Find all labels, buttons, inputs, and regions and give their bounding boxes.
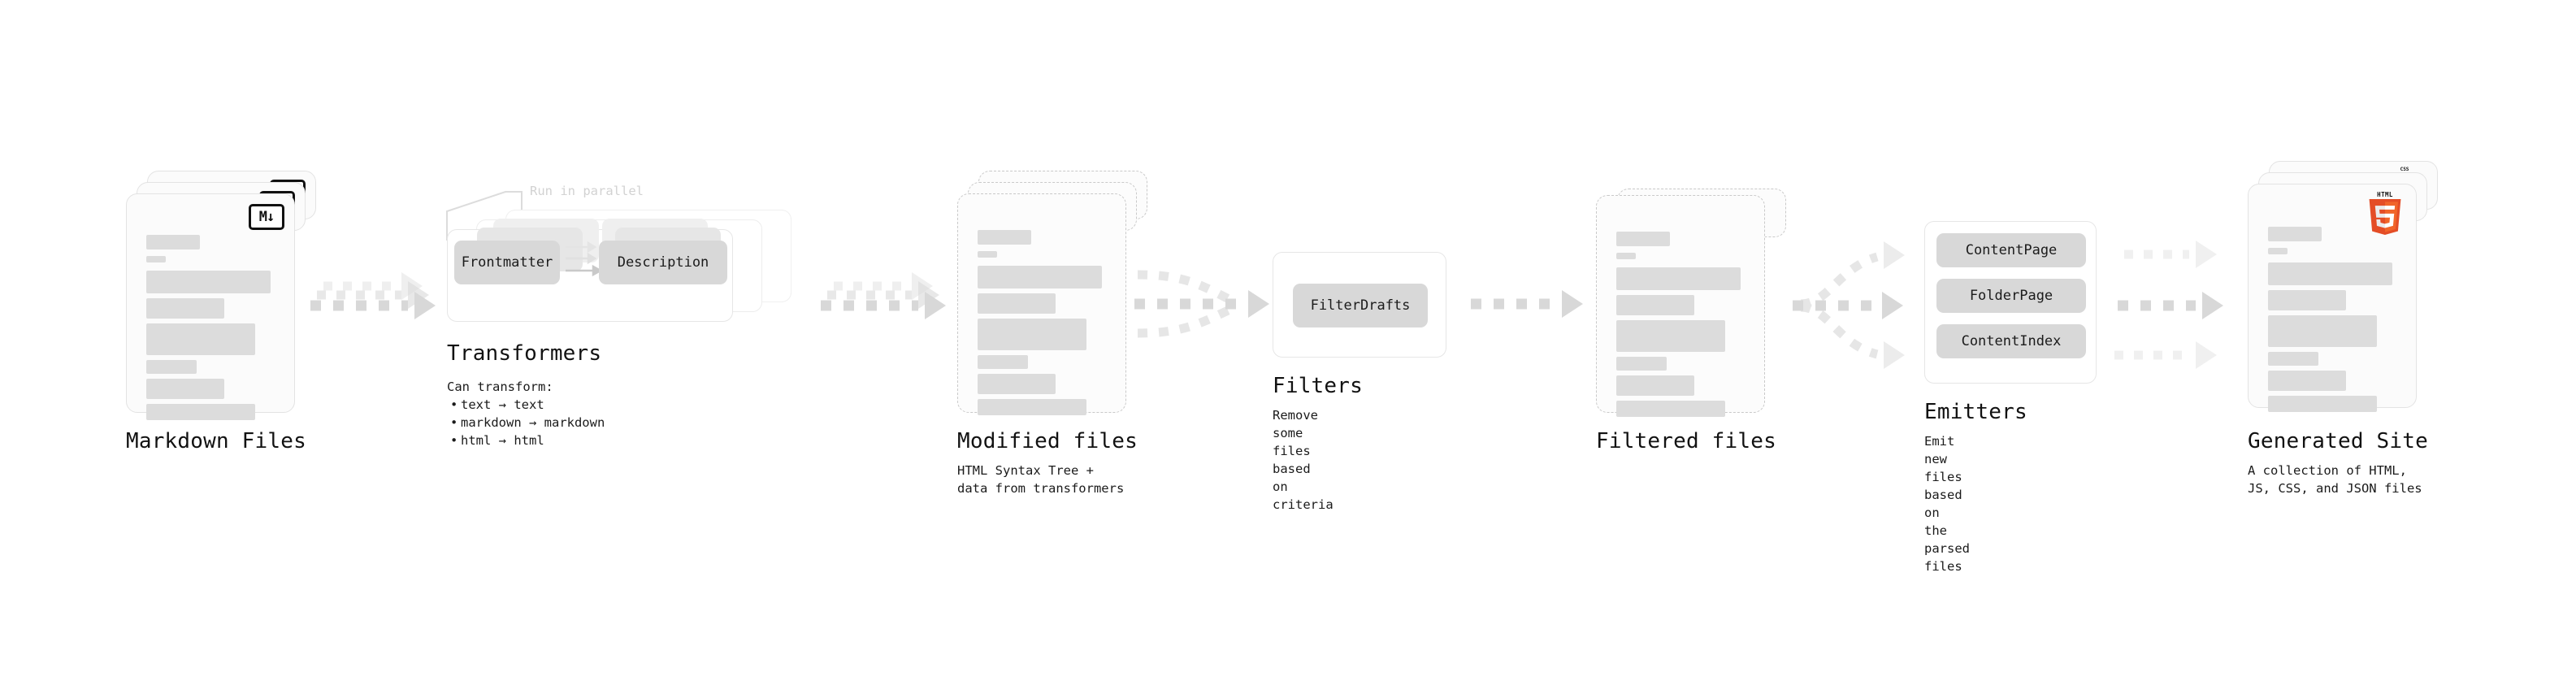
transform-item: html → html xyxy=(450,432,605,449)
skeleton-bar xyxy=(2268,352,2318,366)
modified-document-stack xyxy=(957,171,1147,415)
parallel-bracket xyxy=(446,191,523,241)
stage-subtitle-modified-files: HTML Syntax Tree + data from transformer… xyxy=(957,463,1125,496)
skeleton-bar xyxy=(978,266,1102,288)
skeleton-bar xyxy=(978,374,1056,394)
stage-title-emitters: Emitters xyxy=(1924,400,2027,424)
generated-document-stack: CSS HTML xyxy=(2248,161,2438,413)
document-sheet-front: HTML xyxy=(2248,184,2417,412)
document-sheet-front xyxy=(1596,195,1765,417)
stage-title-filters: Filters xyxy=(1273,374,1363,398)
markdown-document-stack: M↓ xyxy=(126,171,316,420)
transformer-inner-arrows xyxy=(566,241,603,277)
skeleton-bar xyxy=(978,319,1086,350)
skeleton-bar xyxy=(2268,290,2346,310)
skeleton-bar xyxy=(978,399,1086,415)
stage-markdown-files: M↓ Markdown Files xyxy=(126,171,316,453)
transformer-group-front: Frontmatter Description xyxy=(447,219,733,322)
stage-subtitle-emitters: Emit new files based on the parsed files xyxy=(1924,434,1970,574)
connector-emitters-to-site xyxy=(2114,241,2223,369)
skeleton-bar xyxy=(2268,396,2377,412)
skeleton-bar xyxy=(1616,267,1741,290)
skeleton-bar xyxy=(1616,375,1694,396)
skeleton-bar xyxy=(146,256,166,262)
stage-filtered-files: Filtered files xyxy=(1596,184,1786,453)
html5-icon: HTML xyxy=(2367,191,2403,235)
connector-modified-to-filters xyxy=(1134,270,1269,338)
skeleton-bar xyxy=(978,355,1028,369)
pill-frontmatter[interactable]: Frontmatter xyxy=(454,241,560,284)
stage-title-markdown-files: Markdown Files xyxy=(126,429,306,453)
skeleton-bar xyxy=(2268,262,2392,285)
pill-description[interactable]: Description xyxy=(599,241,727,284)
skeleton-bar xyxy=(1616,357,1667,371)
transform-list-lead: Can transform: xyxy=(447,380,553,394)
emitters-group-box: ContentPage FolderPage ContentIndex xyxy=(1924,221,2097,384)
skeleton-bar xyxy=(2268,315,2377,347)
transform-item: text → text xyxy=(450,396,605,414)
skeleton-bar xyxy=(1616,401,1725,417)
filtered-document-stack xyxy=(1596,184,1786,427)
skeleton-bar xyxy=(1616,232,1670,246)
skeleton-bar xyxy=(146,323,255,355)
skeleton-bar xyxy=(978,251,997,258)
skeleton-bar xyxy=(146,379,224,399)
pill-contentindex[interactable]: ContentIndex xyxy=(1936,324,2086,358)
skeleton-bar xyxy=(146,235,200,249)
html5-icon-label: HTML xyxy=(2377,191,2393,198)
stage-title-modified-files: Modified files xyxy=(957,429,1138,453)
skeleton-bar xyxy=(2268,371,2346,391)
skeleton-bar xyxy=(1616,253,1636,259)
document-sheet-front xyxy=(957,193,1126,415)
filters-group-box: FilterDrafts xyxy=(1273,252,1446,358)
skeleton-bar xyxy=(978,293,1056,314)
skeleton-bar xyxy=(146,404,255,420)
skeleton-bar xyxy=(146,271,271,293)
stage-modified-files: Modified files HTML Syntax Tree + data f… xyxy=(957,171,1147,496)
skeleton-bar xyxy=(978,230,1031,245)
run-in-parallel-label: Run in parallel xyxy=(530,184,644,198)
transform-item: markdown → markdown xyxy=(450,414,605,432)
connector-filters-to-filtered xyxy=(1471,290,1583,318)
pill-filterdrafts[interactable]: FilterDrafts xyxy=(1293,284,1428,327)
stage-title-transformers: Transformers xyxy=(447,341,602,366)
stage-subtitle-generated-site: A collection of HTML, JS, CSS, and JSON … xyxy=(2248,463,2422,496)
transformers-capability-list: Can transform: text → text markdown → ma… xyxy=(447,378,605,449)
skeleton-bar xyxy=(146,360,197,374)
skeleton-bar xyxy=(1616,295,1694,315)
connector-markdown-to-transformers xyxy=(310,272,436,319)
skeleton-bar xyxy=(2268,248,2288,254)
skeleton-bar xyxy=(146,298,224,319)
css-icon-label: CSS xyxy=(2400,167,2409,172)
document-sheet-front: M↓ xyxy=(126,193,295,420)
pill-contentpage[interactable]: ContentPage xyxy=(1936,233,2086,267)
connector-filtered-to-emitters xyxy=(1793,241,1905,369)
connector-transformers-to-modified xyxy=(821,272,946,319)
stage-title-filtered-files: Filtered files xyxy=(1596,429,1776,453)
skeleton-bar xyxy=(1616,320,1725,352)
md-icon: M↓ xyxy=(249,204,284,230)
skeleton-bar xyxy=(2268,227,2322,241)
stage-title-generated-site: Generated Site xyxy=(2248,429,2428,453)
pill-folderpage[interactable]: FolderPage xyxy=(1936,279,2086,313)
stage-generated-site: CSS HTML xyxy=(2248,161,2438,496)
stage-subtitle-filters: Remove some files based on criteria xyxy=(1273,408,1334,512)
